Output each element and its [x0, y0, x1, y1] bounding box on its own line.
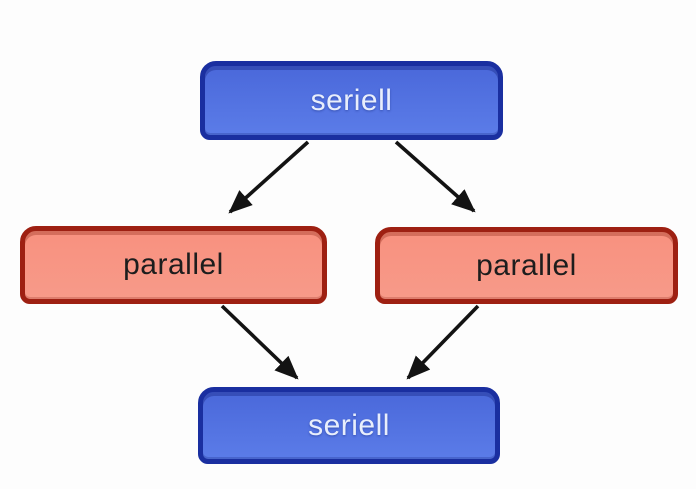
arrow-parallel-right-to-bottom — [406, 304, 480, 380]
node-seriell-bottom: seriell — [198, 387, 500, 464]
node-seriell-top: seriell — [200, 61, 503, 140]
node-parallel-right: parallel — [375, 227, 678, 304]
node-parallel-left: parallel — [20, 226, 327, 304]
node-label: seriell — [308, 408, 390, 442]
arrow-top-to-parallel-right — [394, 140, 476, 213]
node-label: parallel — [123, 248, 224, 281]
arrow-top-to-parallel-left — [228, 140, 310, 214]
arrow-parallel-left-to-bottom — [220, 304, 299, 380]
node-label: seriell — [310, 83, 393, 117]
node-label: parallel — [476, 248, 577, 282]
